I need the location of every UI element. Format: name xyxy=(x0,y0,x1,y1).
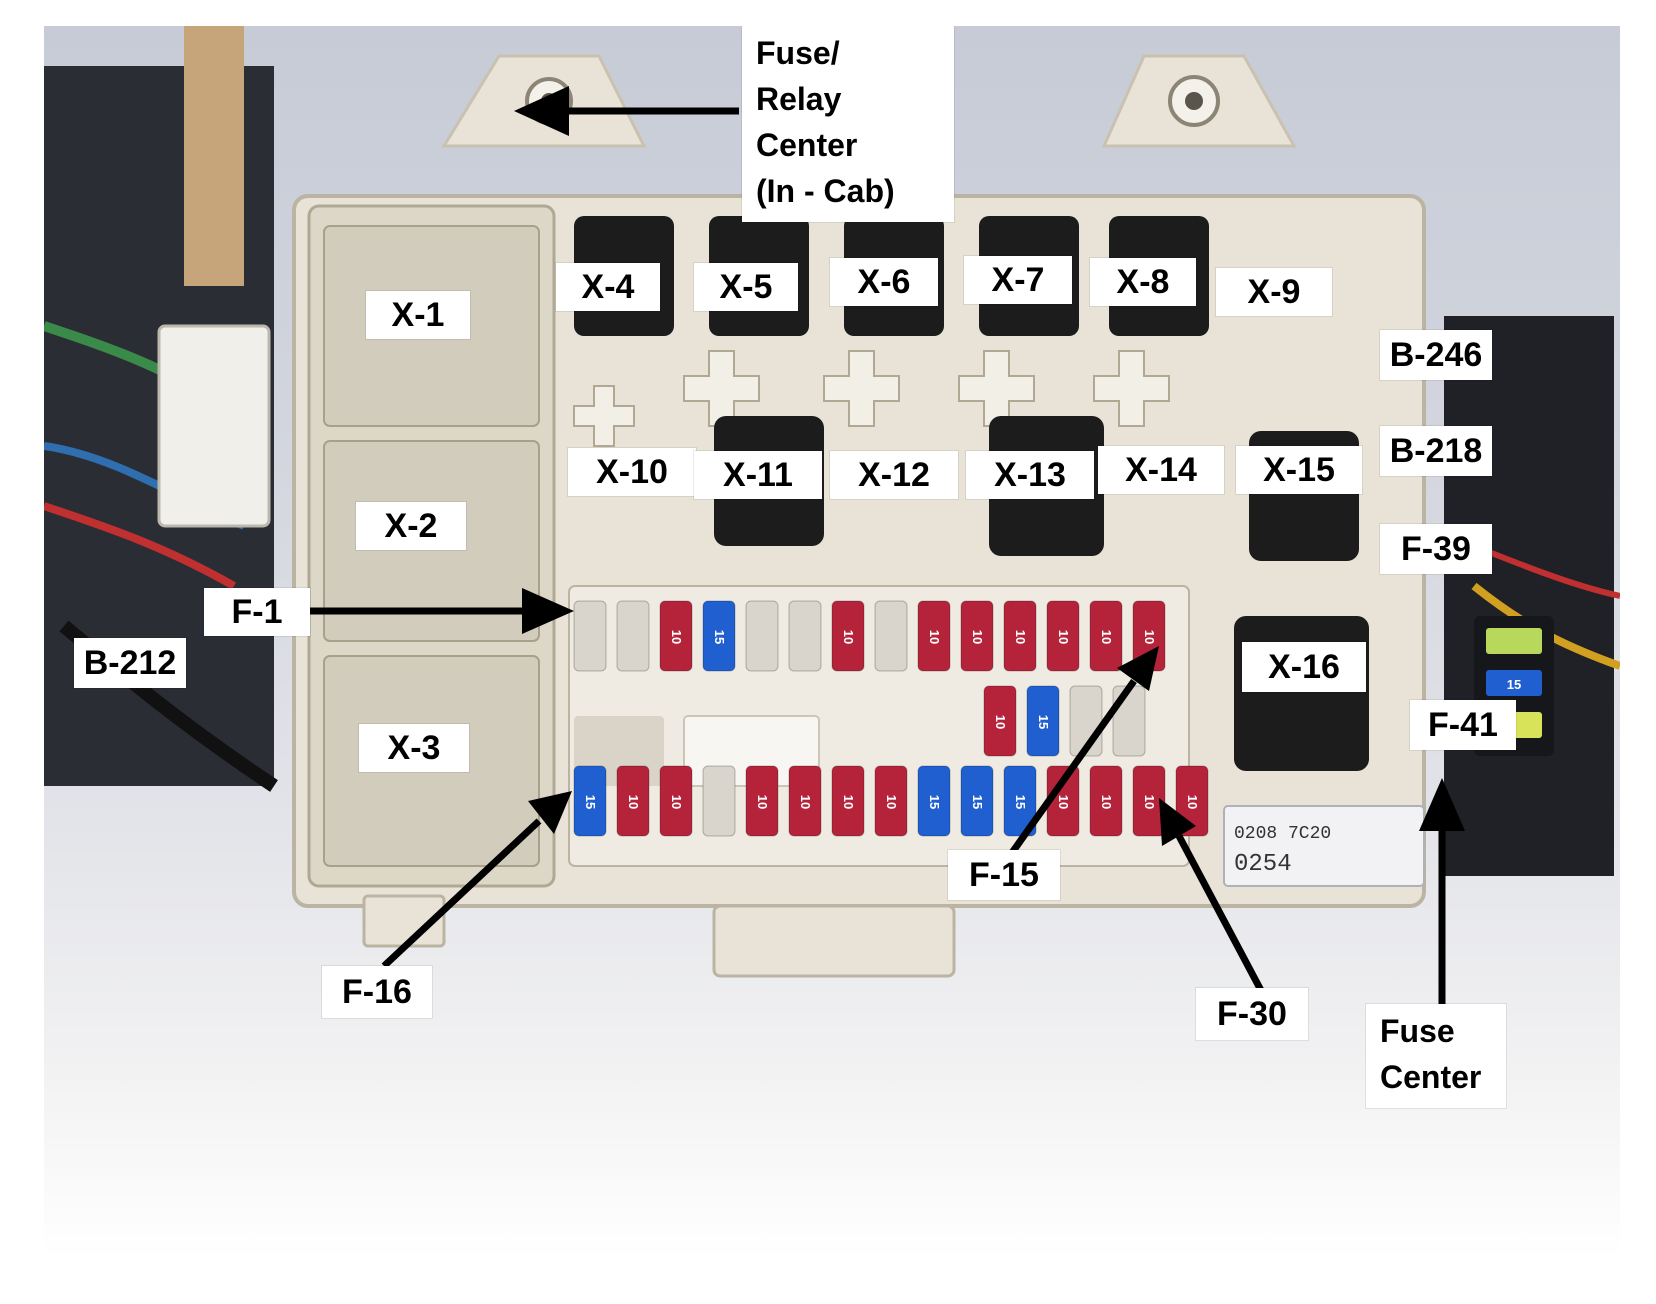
label-x5: X-5 xyxy=(694,263,798,311)
fuse-rating-text: 15 xyxy=(1013,795,1028,809)
label-x7: X-7 xyxy=(964,256,1072,304)
fuse-box-photo: 15 0208 7C20 0254 xyxy=(44,26,1620,1258)
label-x10: X-10 xyxy=(568,448,696,496)
blade-fuse xyxy=(831,600,865,672)
label-x11: X-11 xyxy=(694,451,822,499)
label-x16: X-16 xyxy=(1242,642,1366,692)
fuse-rating-text: 10 xyxy=(993,715,1008,729)
label-x13: X-13 xyxy=(966,451,1094,499)
blade-fuse xyxy=(616,600,650,672)
label-b218: B-218 xyxy=(1380,426,1492,476)
blade-fuse xyxy=(960,600,994,672)
fuse-box-illustration: 15 0208 7C20 0254 xyxy=(44,26,1620,1051)
blade-fuse xyxy=(659,765,693,837)
label-b246: B-246 xyxy=(1380,330,1492,380)
fuse-row-bottom: 15 10 10 10 10 10 10 15 15 15 10 10 10 10 xyxy=(573,765,1209,837)
fuse-rating-text: 10 xyxy=(1013,630,1028,644)
fuse-rating-text: 10 xyxy=(1099,795,1114,809)
fuse-rating-text: 10 xyxy=(1142,630,1157,644)
wire-harness-right: 15 xyxy=(1444,316,1620,876)
fuse-rating-text: 15 xyxy=(970,795,985,809)
blade-fuse xyxy=(745,765,779,837)
label-x1: X-1 xyxy=(366,291,470,339)
fuse-rating-text: 10 xyxy=(841,795,856,809)
label-f39: F-39 xyxy=(1380,524,1492,574)
fuse-rating-text: 10 xyxy=(1142,795,1157,809)
label-x3: X-3 xyxy=(359,724,469,772)
label-b212: B-212 xyxy=(74,638,186,688)
blade-fuse xyxy=(1046,600,1080,672)
fuse-row-top: 10 15 10 10 10 10 10 10 10 xyxy=(573,600,1166,672)
fuse-rating-text: 10 xyxy=(798,795,813,809)
arrow-head-f15 xyxy=(1117,646,1159,691)
fuse-center-rating: 15 xyxy=(1507,677,1521,692)
arrow-head-f16 xyxy=(528,791,572,834)
blade-fuse xyxy=(1112,685,1146,757)
label-x15: X-15 xyxy=(1236,446,1362,494)
label-fuse-relay-center: Fuse/ Relay Center (In - Cab) xyxy=(742,26,954,222)
label-x8: X-8 xyxy=(1090,258,1196,306)
label-f41: F-41 xyxy=(1410,700,1516,750)
blade-fuse xyxy=(702,600,736,672)
fuse-rating-text: 10 xyxy=(884,795,899,809)
blade-fuse xyxy=(874,765,908,837)
label-fuse-center: Fuse Center xyxy=(1366,1004,1506,1108)
blade-fuse xyxy=(874,600,908,672)
sticker-line2: 0254 xyxy=(1234,851,1292,878)
blade-fuse xyxy=(983,685,1017,757)
fuse-rating-text: 10 xyxy=(1185,795,1200,809)
blade-fuse xyxy=(831,765,865,837)
fuse-rating-text: 10 xyxy=(1056,795,1071,809)
fuse-rating-text: 10 xyxy=(970,630,985,644)
fuse-rating-text: 10 xyxy=(927,630,942,644)
label-x6: X-6 xyxy=(830,258,938,306)
fuse-rating-text: 15 xyxy=(712,630,727,644)
blade-fuse xyxy=(917,600,951,672)
blade-fuse xyxy=(1132,765,1166,837)
label-x12: X-12 xyxy=(830,451,958,499)
label-x4: X-4 xyxy=(556,263,660,311)
fuse-rating-text: 10 xyxy=(1099,630,1114,644)
arrow-head-relay-center xyxy=(514,86,569,136)
label-f30: F-30 xyxy=(1196,988,1308,1040)
fuse-rating-text: 10 xyxy=(755,795,770,809)
fuse-rating-text: 10 xyxy=(669,630,684,644)
fuse-rating-text: 15 xyxy=(1036,715,1051,729)
blade-fuse xyxy=(573,765,607,837)
fuse-rating-text: 10 xyxy=(669,795,684,809)
blade-fuse xyxy=(788,600,822,672)
blade-fuse xyxy=(1089,765,1123,837)
blade-fuse xyxy=(745,600,779,672)
blade-fuse xyxy=(960,765,994,837)
label-f15: F-15 xyxy=(948,850,1060,900)
arrow-head-f1 xyxy=(522,588,574,634)
label-x2: X-2 xyxy=(356,502,466,550)
blade-fuse xyxy=(616,765,650,837)
fuse-rating-text: 15 xyxy=(583,795,598,809)
arrow-head-fuse-center xyxy=(1419,778,1465,831)
label-x9: X-9 xyxy=(1216,268,1332,316)
sticker-line1: 0208 7C20 xyxy=(1234,824,1331,844)
arrow-head-f30 xyxy=(1159,798,1196,846)
blade-fuse xyxy=(917,765,951,837)
blade-fuse xyxy=(702,765,736,837)
blade-fuse xyxy=(1026,685,1060,757)
blade-fuse xyxy=(573,600,607,672)
label-f16: F-16 xyxy=(322,966,432,1018)
blade-fuse xyxy=(1089,600,1123,672)
blade-fuse xyxy=(1003,600,1037,672)
fuse-rating-text: 10 xyxy=(1056,630,1071,644)
label-x14: X-14 xyxy=(1098,446,1224,494)
blade-fuse xyxy=(659,600,693,672)
fuse-rating-text: 15 xyxy=(927,795,942,809)
fuse-rating-text: 10 xyxy=(626,795,641,809)
fuse-rating-text: 10 xyxy=(841,630,856,644)
blade-fuse xyxy=(788,765,822,837)
label-f1: F-1 xyxy=(204,588,310,636)
